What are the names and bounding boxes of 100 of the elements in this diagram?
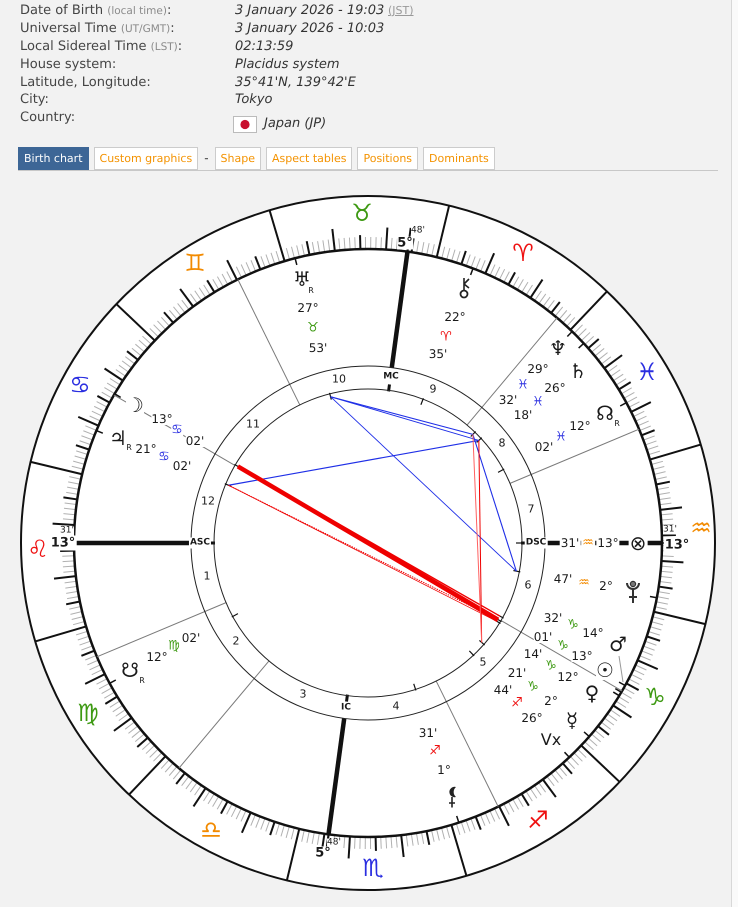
field-value: Japan (JP) [264, 116, 326, 132]
position-label: 12° [557, 671, 579, 683]
position-label: 31' [560, 536, 580, 550]
position-label: 21° [135, 443, 157, 455]
planet-symbol: ♆ [549, 338, 567, 358]
zodiac-sign-symbol: ♌ [27, 537, 49, 561]
field-value: 3 January 2026 - 19:03 [235, 3, 384, 19]
house-number: 5 [480, 656, 486, 668]
zodiac-sign-symbol: ♑ [545, 660, 557, 672]
position-label: 02' [172, 460, 192, 472]
field-label: Country: [20, 110, 76, 126]
field-label: Latitude, Longitude: [20, 75, 151, 91]
house-number: 2 [232, 636, 240, 646]
zodiac-sign-symbol: ♑ [527, 680, 539, 694]
link: (JST) [388, 3, 414, 19]
planet-symbol: ♀ [584, 683, 600, 703]
field-value: 35°41'N, 139°42'E [235, 75, 356, 91]
position-label: 31' [60, 526, 74, 536]
position-label: 12° [569, 420, 591, 432]
position-label: 14' [524, 648, 542, 660]
house-number: 8 [498, 438, 506, 448]
position-label: 32' [498, 394, 518, 406]
position-label: 31' [663, 526, 677, 534]
zodiac-sign-symbol: ♑ [567, 618, 579, 632]
tab: Dominants [423, 147, 495, 170]
planet-symbol: ♃ [109, 428, 127, 448]
position-label: 31' [418, 727, 438, 739]
position-label: 26° [521, 712, 543, 724]
axis-label: DSC [524, 538, 548, 548]
house-number: 6 [524, 580, 532, 590]
separator: - [203, 150, 210, 167]
house-number: 10 [332, 374, 346, 384]
zodiac-sign-symbol: ♊ [184, 251, 206, 275]
zodiac-sign-symbol: ♓ [636, 360, 658, 384]
zodiac-sign-symbol: ♏ [362, 856, 384, 880]
axis-label: MC [383, 372, 399, 382]
position-label: 44' [494, 684, 512, 696]
position-label: 48' [327, 838, 341, 848]
field-label: House system: [20, 57, 116, 73]
zodiac-sign-symbol: ♍ [77, 701, 99, 725]
axis-label: IC [341, 704, 351, 712]
zodiac-sign-symbol: ♈ [440, 330, 452, 344]
planet-symbol: ☋ [121, 660, 139, 680]
planet-symbol: ☿ [566, 710, 578, 730]
zodiac-sign-symbol: ♋ [171, 424, 183, 436]
position-label: 02' [182, 632, 200, 644]
zodiac-sign-symbol: ♈ [512, 241, 534, 265]
angle-degree-label: 13° [50, 536, 76, 550]
angle-degree-label: 5° [397, 236, 413, 250]
planet-symbol: ☽ [126, 395, 144, 415]
field-label: Date of Birth (local time): [20, 3, 172, 19]
position-label: 1° [437, 764, 451, 776]
position-label: 27° [297, 302, 319, 314]
position-label: 2° [599, 580, 613, 592]
house-number: 7 [528, 504, 534, 514]
field-label: City: [20, 92, 49, 108]
zodiac-sign-symbol: ♋ [69, 373, 91, 397]
zodiac-sign-symbol: ♉ [351, 201, 373, 225]
house-number: 9 [430, 384, 436, 394]
zodiac-sign-symbol: ♐ [429, 744, 441, 758]
zodiac-sign-symbol: ♑ [644, 685, 666, 709]
position-label: 35' [428, 348, 448, 360]
position-label: 53' [308, 342, 328, 354]
zodiac-sign-symbol: ♒ [690, 516, 712, 540]
zodiac-sign-symbol: ♐ [527, 808, 549, 832]
position-label: 01' [534, 631, 552, 643]
zodiac-sign-symbol: ♋ [158, 450, 170, 464]
house-number: 11 [246, 418, 260, 430]
point-label: Vx [540, 732, 562, 748]
house-number: 4 [392, 700, 400, 712]
position-label: 13° [571, 650, 593, 662]
position-label: 13° [596, 536, 620, 550]
zodiac-sign-symbol: ♑ [557, 640, 569, 652]
zodiac-sign-symbol: ♎ [200, 818, 222, 842]
position-label: 21' [508, 667, 526, 679]
position-label: 02' [186, 435, 204, 447]
retrograde-mark: R [614, 420, 620, 428]
field-value: Tokyo [235, 92, 272, 108]
field-value: 3 January 2026 - 10:03 [235, 21, 384, 37]
planet-symbol: ☉ [596, 660, 614, 680]
angle-degree-label: 13° [664, 538, 690, 552]
position-label: 18' [514, 409, 532, 421]
position-label: 02' [534, 441, 554, 453]
angle-degree-label: 5° [315, 846, 331, 860]
retrograde-mark: R [126, 444, 132, 452]
field-label: Universal Time (UT/GMT): [20, 21, 175, 37]
position-label: 29° [527, 363, 549, 375]
tab: Shape [214, 147, 261, 170]
position-label: 12° [146, 651, 168, 663]
tab: Aspect tables [266, 147, 352, 170]
house-number: 12 [201, 496, 215, 506]
position-label: 2° [544, 695, 558, 707]
zodiac-sign-symbol: ♓ [517, 378, 529, 392]
field-value: Placidus system [235, 57, 340, 73]
retrograde-mark: R [139, 677, 145, 685]
planet-symbol: ♂ [609, 634, 627, 654]
planet-symbol: ☊ [596, 403, 614, 423]
zodiac-sign-symbol: ♐ [511, 696, 523, 710]
tab: Birth chart [18, 147, 89, 170]
tab: Positions [357, 147, 418, 170]
